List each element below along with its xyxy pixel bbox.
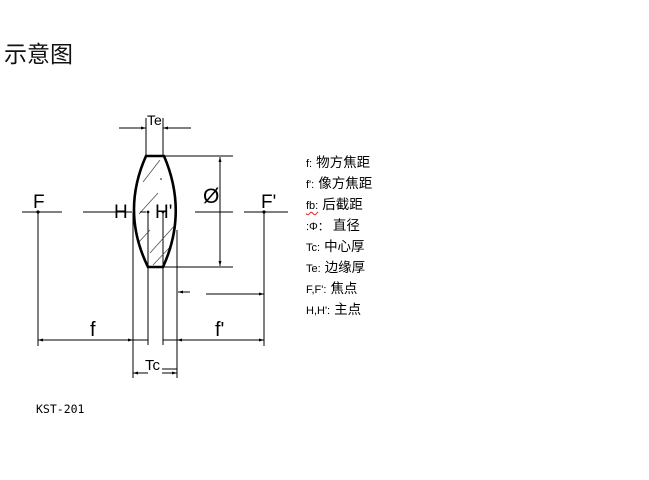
legend-key: Te: [306,263,321,275]
principal-point-h-dot [146,210,150,214]
point-markers [36,178,266,214]
focal-length-f-label: f [90,319,96,341]
legend-item-focal-points: F,F':焦点 [306,279,372,300]
tc-dimension [133,368,177,375]
legend-item-principal-points: H,H':主点 [306,300,372,321]
legend-item-diameter: :Φ：直径 [306,216,372,237]
legend-key-spellcheck-underlined: fb: [306,200,319,212]
legend-value: 后截距 [322,197,363,213]
legend-item-tc: Tc:中心厚 [306,237,372,258]
legend-key: f: [306,158,313,170]
legend-value: 边缘厚 [324,260,366,276]
focal-point-f-label: F [33,192,45,213]
focal-point-f-dot [36,210,40,214]
principal-point-h-prime-label: H' [155,202,172,223]
model-number: KST-201 [36,402,85,416]
legend-item-f-prime: f':像方焦距 [306,174,372,195]
principal-point-h-prime-dot [161,210,165,214]
principal-point-h-label: H [114,202,128,223]
legend-value: 主点 [334,302,362,318]
legend-key: F,F': [306,284,327,296]
diameter-dimension [164,155,233,268]
focal-point-f-prime-dot [262,210,266,214]
lens-outline [132,154,177,269]
legend-key: Tc: [306,242,321,254]
legend: f:物方焦距 f':像方焦距 fb:后截距 :Φ：直径 Tc:中心厚 Te:边缘… [306,153,372,321]
te-label: Te [147,112,162,128]
tc-label: Tc [145,357,161,374]
diameter-label: Ø [203,185,219,208]
legend-item-fb: fb:后截距 [306,195,372,216]
legend-value: 物方焦距 [316,155,371,171]
legend-key: H,H': [306,305,331,317]
legend-value: 直径 [332,218,360,234]
fb-dimension [178,290,264,296]
legend-key: :Φ： [306,221,329,233]
page-title: 示意图 [4,42,73,68]
legend-item-f: f:物方焦距 [306,153,372,174]
legend-item-te: Te:边缘厚 [306,258,372,279]
principal-plane-lines [147,212,164,345]
lens-hatching [137,159,177,266]
legend-value: 焦点 [330,281,358,297]
focal-point-f-prime-label: F' [261,192,276,213]
extension-lines [37,212,265,378]
focal-length-f-prime-label: f' [215,319,224,341]
legend-value: 像方焦距 [318,176,373,192]
te-dimension [119,118,191,156]
legend-value: 中心厚 [324,239,365,255]
legend-key: f': [306,179,315,191]
